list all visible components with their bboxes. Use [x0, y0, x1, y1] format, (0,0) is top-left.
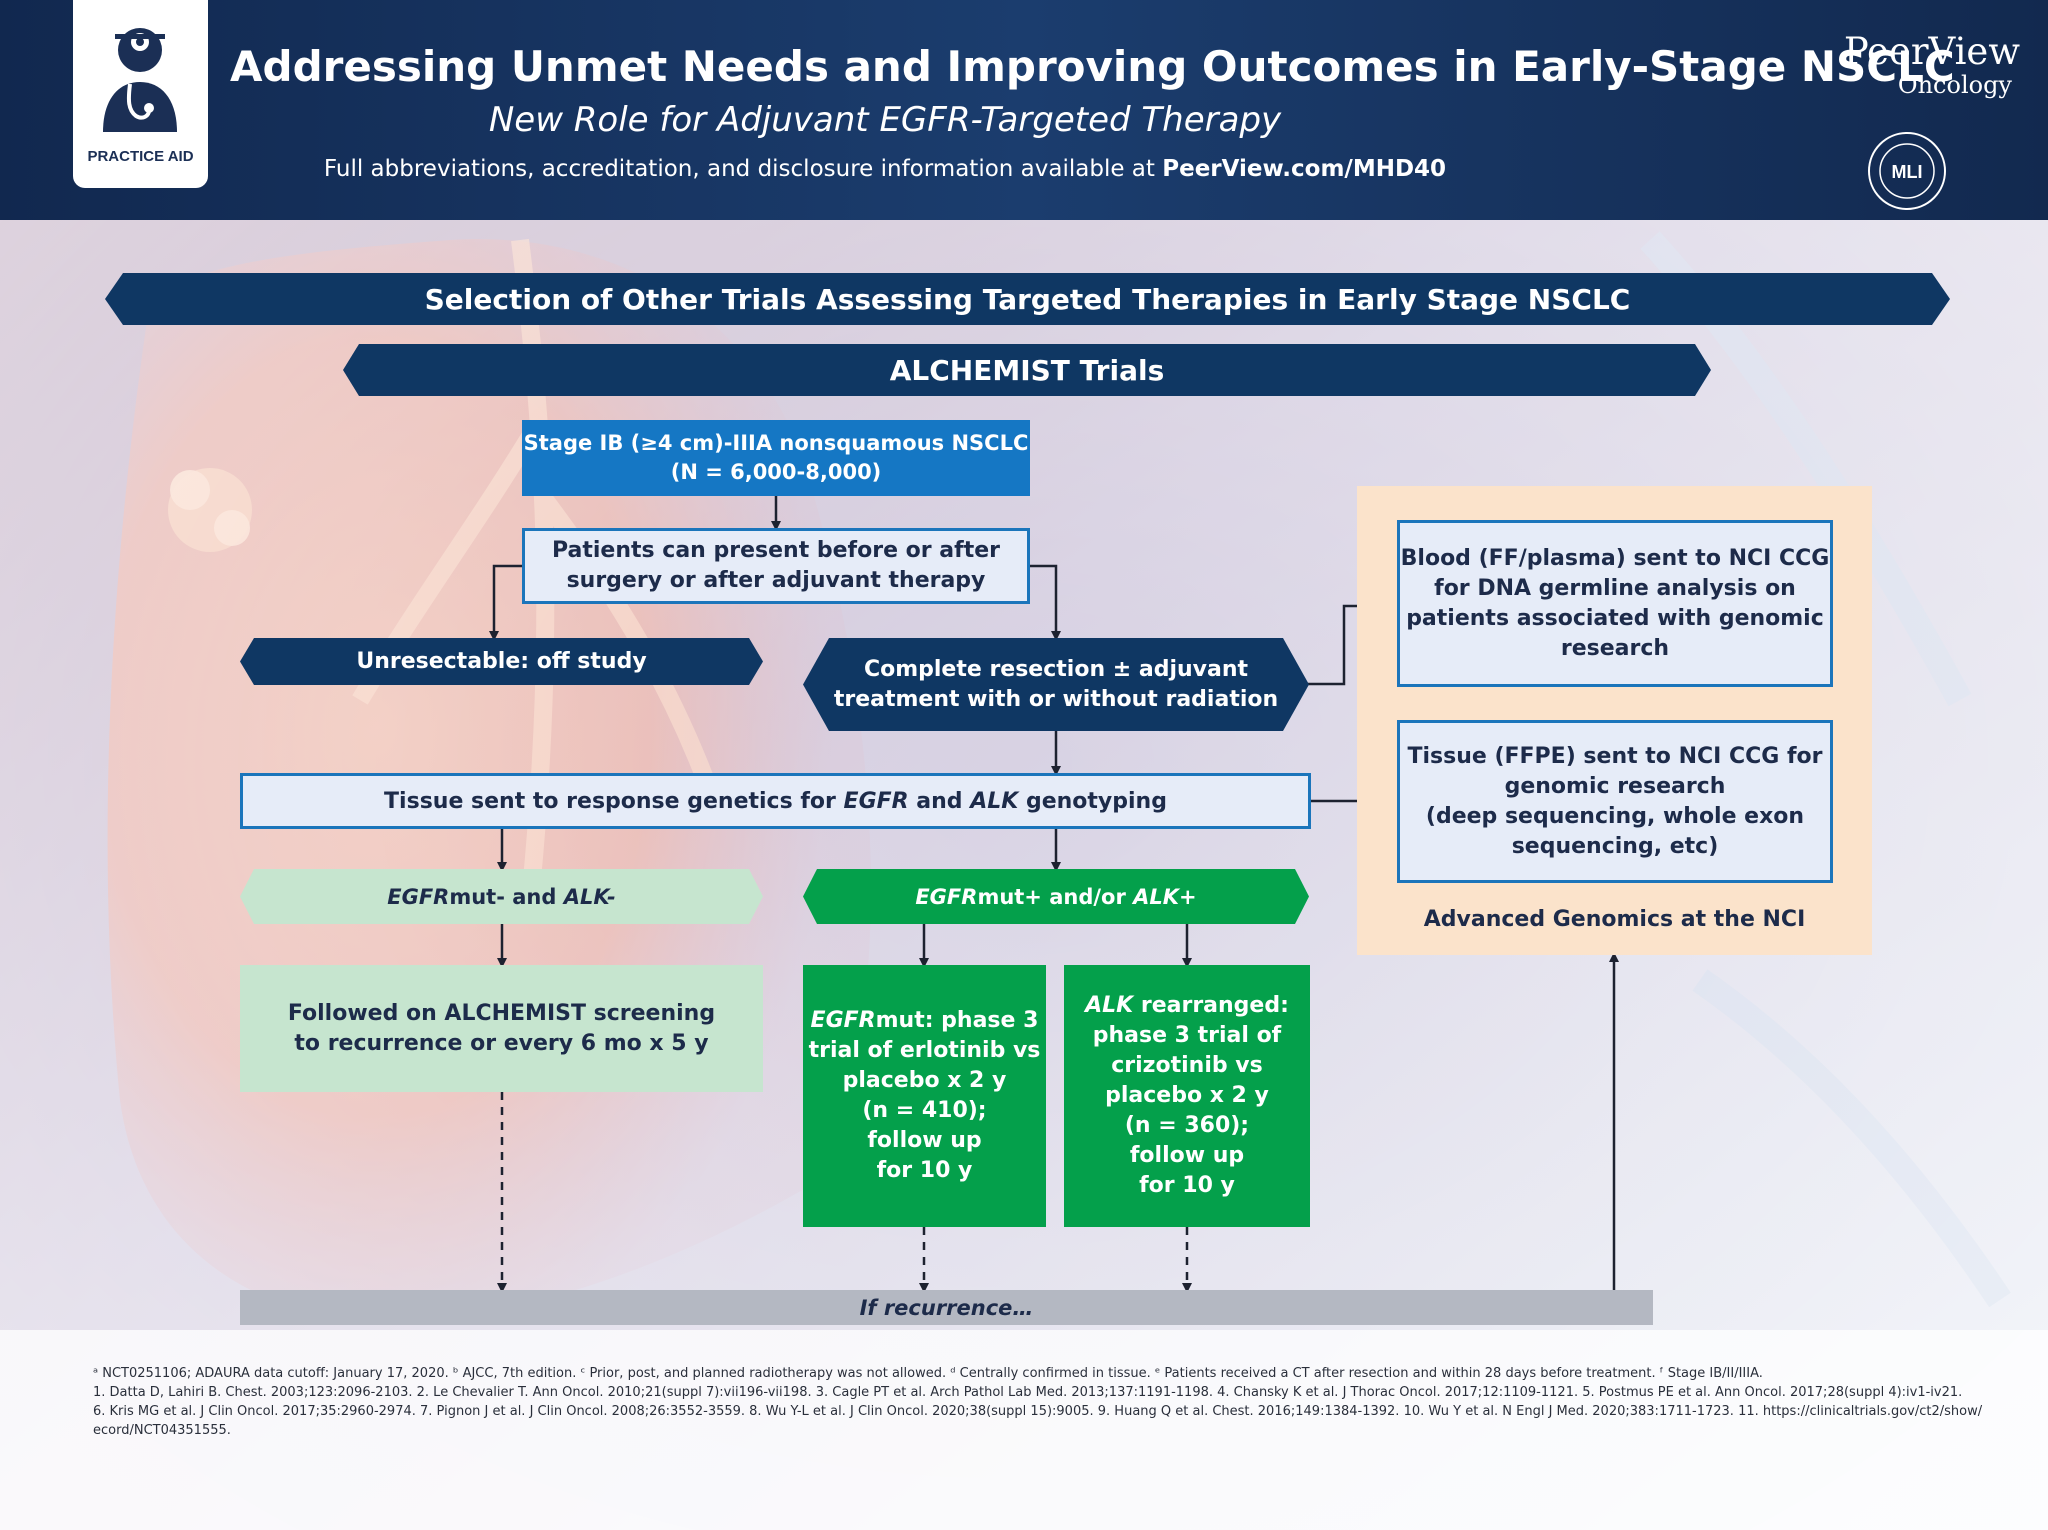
- tissue-l4: sequencing, etc): [1511, 833, 1719, 859]
- footnote-line: 6. Kris MG et al. J Clin Oncol. 2017;35:…: [93, 1404, 1983, 1419]
- selection-banner: Selection of Other Trials Assessing Targ…: [105, 273, 1950, 325]
- recurrence-bar: If recurrence…: [240, 1290, 1653, 1325]
- blood-l1: Blood (FF/plasma) sent to NCI CCG: [1400, 545, 1830, 571]
- footnotes: ᵃ NCT0251106; ADAURA data cutoff: Januar…: [93, 1364, 1983, 1440]
- alk-trial-l5: (n = 360);: [1124, 1113, 1250, 1138]
- blood-l3: patients associated with genomic: [1406, 605, 1824, 631]
- complete-resection-box: Complete resection ± adjuvant treatment w…: [803, 638, 1309, 731]
- page-subtitle: New Role for Adjuvant EGFR-Targeted Ther…: [488, 100, 1282, 140]
- alk-trial-l1: rearranged:: [1133, 993, 1289, 1018]
- practice-aid-label: PRACTICE AID: [87, 148, 194, 165]
- tissue-pre: Tissue sent to response genetics for: [384, 788, 844, 814]
- practice-aid-badge: PRACTICE AID: [73, 0, 208, 188]
- tissue-l1: Tissue (FFPE) sent to NCI CCG for: [1407, 743, 1823, 769]
- alchemist-banner: ALCHEMIST Trials: [343, 344, 1711, 396]
- footnote-line: 1. Datta D, Lahiri B. Chest. 2003;123:20…: [93, 1385, 1963, 1400]
- footnote-line: ᵃ NCT0251106; ADAURA data cutoff: Januar…: [93, 1366, 1763, 1381]
- brand-name: PeerView: [1843, 30, 2020, 73]
- pos-alk: ALK+: [1133, 884, 1197, 909]
- followed-line1: Followed on ALCHEMIST screening: [287, 1000, 716, 1026]
- present-line1: Patients can present before or after: [552, 538, 1000, 563]
- mli-seal-text: MLI: [1892, 162, 1923, 182]
- followed-screening-box: Followed on ALCHEMIST screening to recurr…: [240, 965, 763, 1092]
- tissue-egfr: EGFR: [843, 788, 909, 814]
- egfr-trial-gene: EGFR: [810, 1008, 876, 1033]
- egfr-trial-l3: placebo x 2 y: [842, 1068, 1007, 1093]
- alk-trial-line1: ALK rearranged:: [1085, 991, 1289, 1021]
- complete-line2: treatment with or without radiation: [833, 686, 1279, 712]
- erlotinib-trial-box: EGFRmut: phase 3 trial of erlotinib vs p…: [803, 965, 1046, 1227]
- alk-trial-l7: for 10 y: [1139, 1173, 1235, 1198]
- egfr-alk-negative-box: EGFRmut- and ALK-: [240, 869, 763, 924]
- page-title: Addressing Unmet Needs and Improving Out…: [230, 42, 1955, 91]
- egfr-trial-l5: follow up: [867, 1128, 982, 1153]
- alk-trial-l3: crizotinib vs: [1111, 1053, 1263, 1078]
- stage-criteria-box: Stage IB (≥4 cm)-IIIA nonsquamous NSCLC (…: [522, 420, 1030, 496]
- disclosure-text: Full abbreviations, accreditation, and d…: [323, 156, 1155, 182]
- tissue-and: and: [908, 788, 971, 814]
- mli-seal-icon: MLI: [1868, 132, 1946, 210]
- tissue-l3: (deep sequencing, whole exon: [1425, 803, 1805, 829]
- egfr-trial-l4: (n = 410);: [862, 1098, 987, 1123]
- unresectable-box: Unresectable: off study: [240, 638, 763, 685]
- crizotinib-trial-box: ALK rearranged: phase 3 trial of crizoti…: [1064, 965, 1310, 1227]
- egfr-trial-l6: for 10 y: [876, 1158, 973, 1183]
- presentation-box: Patients can present before or after surg…: [522, 528, 1030, 604]
- alk-trial-gene: ALK: [1085, 993, 1134, 1018]
- genotyping-box: Tissue sent to response genetics for EGF…: [240, 773, 1311, 829]
- disclosure-info: Full abbreviations, accreditation, and d…: [230, 156, 1540, 182]
- complete-line1: Complete resection ± adjuvant: [863, 656, 1249, 682]
- egfr-trial-l2: trial of erlotinib vs: [808, 1038, 1041, 1063]
- peerview-logo: PeerView Oncology: [1810, 30, 2020, 99]
- egfr-alk-positive-box: EGFRmut+ and/or ALK+: [803, 869, 1309, 924]
- brand-sub: Oncology: [1897, 71, 2012, 99]
- pos-egfr: EGFR: [915, 884, 978, 909]
- stage-line1: Stage IB (≥4 cm)-IIIA nonsquamous NSCLC: [523, 431, 1029, 455]
- present-line2: surgery or after adjuvant therapy: [566, 568, 986, 593]
- followed-line2: to recurrence or every 6 mo x 5 y: [294, 1030, 709, 1056]
- tissue-sample-box: Tissue (FFPE) sent to NCI CCG for genomi…: [1397, 720, 1833, 883]
- blood-l2: for DNA germline analysis on: [1434, 575, 1796, 601]
- disclosure-link[interactable]: PeerView.com/MHD40: [1162, 156, 1447, 182]
- stage-line2: (N = 6,000-8,000): [670, 460, 882, 484]
- footnote-line: ecord/NCT04351555.: [93, 1423, 231, 1438]
- advanced-genomics-label: Advanced Genomics at the NCI: [1423, 906, 1806, 932]
- alk-trial-l4: placebo x 2 y: [1105, 1083, 1269, 1108]
- tissue-post: genotyping: [1018, 788, 1167, 814]
- egfr-trial-l1: mut: phase 3: [875, 1008, 1039, 1033]
- neg-egfr: EGFR: [387, 884, 450, 909]
- egfr-trial-line1: EGFRmut: phase 3: [809, 1006, 1041, 1036]
- pos-mid: mut+ and/or: [977, 884, 1134, 909]
- alk-trial-l2: phase 3 trial of: [1092, 1023, 1282, 1048]
- blood-sample-box: Blood (FF/plasma) sent to NCI CCG for DN…: [1397, 520, 1833, 687]
- tissue-alk: ALK: [970, 788, 1019, 814]
- header-bar: PRACTICE AID Addressing Unmet Needs and …: [0, 0, 2048, 220]
- alk-trial-l6: follow up: [1129, 1143, 1245, 1168]
- neg-mid: mut- and: [449, 884, 564, 909]
- blood-l4: research: [1560, 635, 1670, 661]
- neg-alk: ALK-: [563, 884, 616, 909]
- tissue-l2: genomic research: [1504, 773, 1726, 799]
- doctor-icon: [103, 28, 177, 132]
